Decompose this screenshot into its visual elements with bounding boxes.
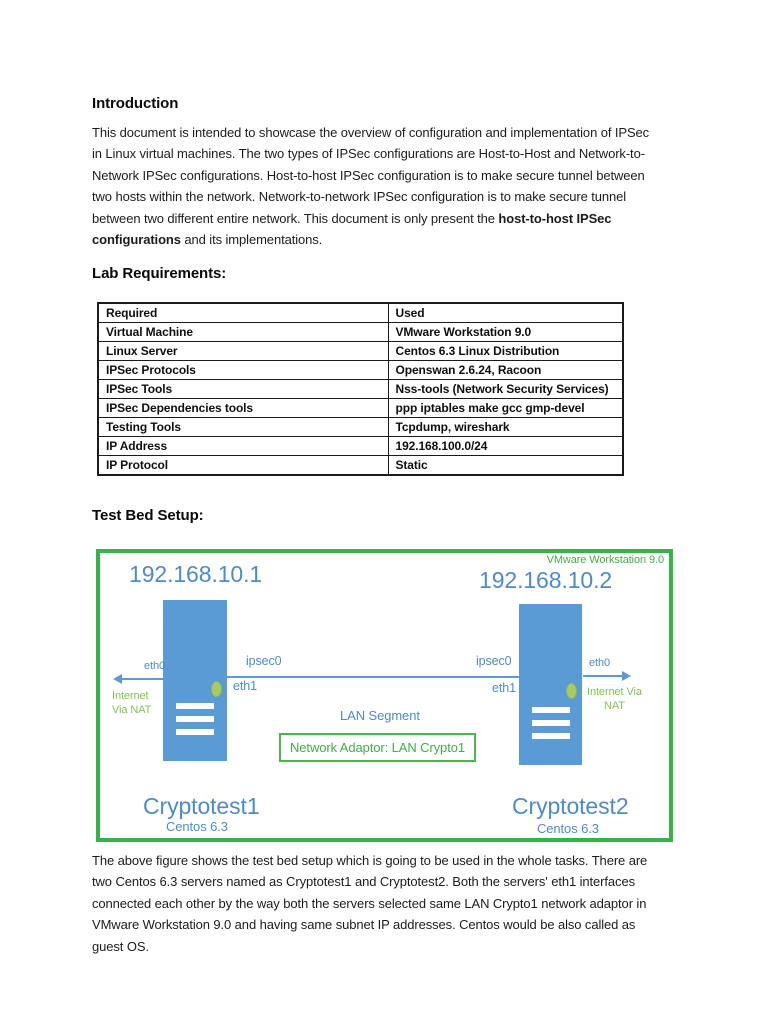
intro-line: This document is intended to showcase th… bbox=[92, 125, 650, 140]
host1-nat-label-line2: Via NAT bbox=[112, 704, 152, 716]
table-cell-required: Testing Tools bbox=[97, 417, 389, 437]
host2-ip-label: 192.168.10.2 bbox=[479, 567, 613, 593]
table-header-required: Required bbox=[97, 302, 389, 323]
table-cell-required: IPSec Tools bbox=[97, 379, 389, 399]
table-header-used: Used bbox=[387, 302, 624, 323]
caption-line: connected each other by the way both the… bbox=[92, 895, 647, 911]
table-row: IPSec Protocols Openswan 2.6.24, Racoon bbox=[97, 360, 624, 380]
host1-eth0-arrowhead-icon bbox=[113, 674, 122, 684]
host2-os-label: Centos 6.3 bbox=[537, 821, 599, 836]
figure-caption-paragraph: The above figure shows the test bed setu… bbox=[92, 850, 692, 957]
vmware-workstation-label: VMware Workstation 9.0 bbox=[546, 554, 665, 566]
table-cell-required: IP Address bbox=[97, 436, 389, 456]
intro-line-text: and its implementations. bbox=[180, 231, 323, 247]
network-adaptor-box: Network Adaptor: LAN Crypto1 bbox=[279, 733, 476, 762]
table-cell-required: Virtual Machine bbox=[97, 322, 389, 342]
table-row: Virtual Machine VMware Workstation 9.0 bbox=[97, 322, 624, 342]
intro-line-bold-text: host-to-host IPSec bbox=[498, 210, 612, 226]
table-cell-required: IPSec Protocols bbox=[97, 360, 389, 380]
host2-eth0-arrow-line bbox=[583, 675, 623, 677]
table-cell-used: 192.168.100.0/24 bbox=[387, 436, 624, 456]
intro-heading: Introduction bbox=[92, 95, 179, 112]
host1-ipsec0-label: ipsec0 bbox=[246, 654, 282, 668]
host1-eth0-label: eth0 bbox=[144, 660, 166, 672]
intro-line: Network IPSec configurations. Host-to-ho… bbox=[92, 167, 645, 183]
table-cell-required: IP Protocol bbox=[97, 455, 389, 476]
host1-server-icon bbox=[163, 600, 227, 761]
host2-ipsec0-label: ipsec0 bbox=[476, 654, 512, 668]
table-row: IP Address 192.168.100.0/24 bbox=[97, 436, 624, 456]
table-row: IPSec Dependencies tools ppp iptables ma… bbox=[97, 398, 624, 418]
table-cell-used: Nss-tools (Network Security Services) bbox=[387, 379, 624, 399]
intro-line: two hosts within the network. Network-to… bbox=[92, 189, 627, 205]
host1-eth1-label: eth1 bbox=[233, 679, 257, 693]
ipsec-tunnel-line bbox=[227, 676, 519, 678]
host2-nat-label-line1: Internet Via bbox=[587, 686, 642, 698]
host1-ip-label: 192.168.10.1 bbox=[129, 561, 263, 587]
table-cell-used: Centos 6.3 Linux Distribution bbox=[387, 341, 624, 361]
host2-port-dot-icon bbox=[566, 683, 577, 699]
testbed-heading: Test Bed Setup: bbox=[92, 507, 204, 524]
server-bars-icon bbox=[176, 703, 214, 742]
table-cell-used: Openswan 2.6.24, Racoon bbox=[387, 360, 624, 380]
table-cell-required: Linux Server bbox=[97, 341, 389, 361]
host1-name-label: Cryptotest1 bbox=[143, 793, 260, 819]
table-cell-used: VMware Workstation 9.0 bbox=[387, 322, 624, 342]
host1-port-dot-icon bbox=[211, 681, 222, 697]
lab-requirements-table: Required Used Virtual Machine VMware Wor… bbox=[97, 302, 624, 476]
testbed-diagram: VMware Workstation 9.0 192.168.10.1 192.… bbox=[96, 549, 673, 842]
caption-line: The above figure shows the test bed setu… bbox=[92, 853, 648, 868]
table-row: Testing Tools Tcpdump, wireshark bbox=[97, 417, 624, 437]
host1-nat-label-line1: Internet bbox=[112, 690, 149, 702]
host2-nat-label-line2: NAT bbox=[604, 700, 625, 712]
intro-line: in Linux virtual machines. The two types… bbox=[92, 146, 645, 162]
lan-segment-label: LAN Segment bbox=[340, 708, 420, 723]
server-bars-icon bbox=[532, 707, 570, 746]
table-cell-required: IPSec Dependencies tools bbox=[97, 398, 389, 418]
host2-eth0-label: eth0 bbox=[589, 657, 611, 669]
intro-line-bold-text: configurations bbox=[92, 231, 181, 247]
network-adaptor-label: Network Adaptor: LAN Crypto1 bbox=[290, 740, 465, 755]
host2-eth0-arrowhead-icon bbox=[622, 671, 631, 681]
table-row: IPSec Tools Nss-tools (Network Security … bbox=[97, 379, 624, 399]
table-cell-used: Static bbox=[387, 455, 624, 476]
intro-line-text: between two different entire network. Th… bbox=[92, 210, 499, 226]
host1-eth0-arrow-line bbox=[120, 678, 163, 680]
intro-paragraph: This document is intended to showcase th… bbox=[92, 122, 692, 250]
caption-line: two Centos 6.3 servers named as Cryptote… bbox=[92, 874, 635, 890]
table-header-row: Required Used bbox=[97, 302, 624, 323]
table-cell-used: ppp iptables make gcc gmp-devel bbox=[387, 398, 624, 418]
caption-line: guest OS. bbox=[92, 938, 149, 954]
host2-eth1-label: eth1 bbox=[492, 681, 516, 695]
table-row: Linux Server Centos 6.3 Linux Distributi… bbox=[97, 341, 624, 361]
table-cell-used: Tcpdump, wireshark bbox=[387, 417, 624, 437]
intro-line: between two different entire network. Th… bbox=[92, 208, 692, 229]
host2-name-label: Cryptotest2 bbox=[512, 793, 629, 819]
intro-line: configurations and its implementations. bbox=[92, 229, 692, 250]
host1-os-label: Centos 6.3 bbox=[166, 819, 228, 834]
table-row: IP Protocol Static bbox=[97, 455, 624, 476]
lab-requirements-heading: Lab Requirements: bbox=[92, 265, 227, 282]
caption-line: VMware Workstation 9.0 and having same s… bbox=[92, 917, 636, 933]
